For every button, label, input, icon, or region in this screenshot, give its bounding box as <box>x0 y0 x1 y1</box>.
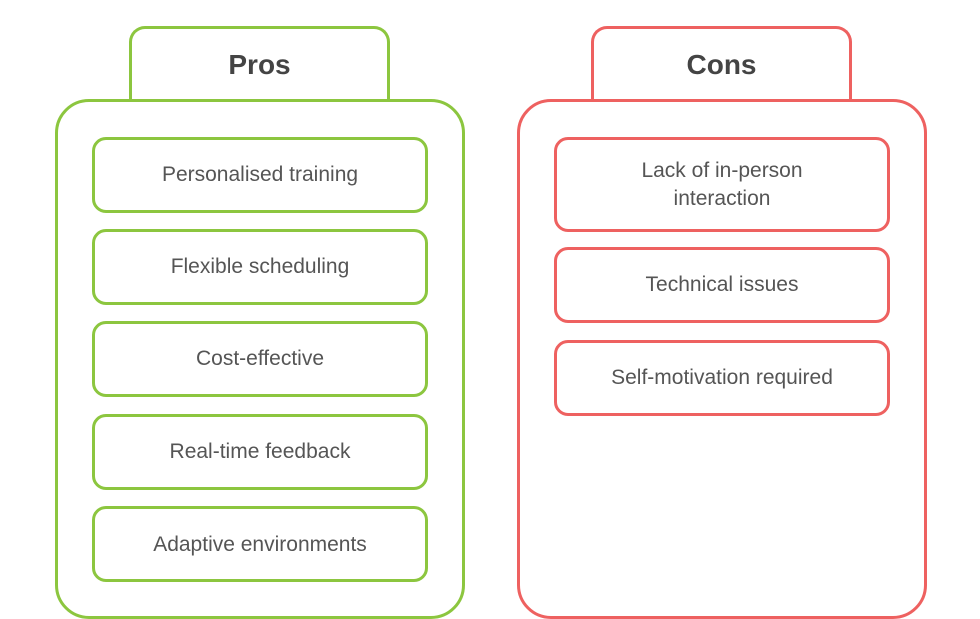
pros-title: Pros <box>228 49 291 80</box>
cons-item-label: Self-motivation required <box>611 366 833 389</box>
cons-title: Cons <box>686 49 757 80</box>
pros-item: Flexible scheduling <box>92 229 428 305</box>
pros-item-label: Real-time feedback <box>169 440 351 463</box>
cons-item-label: Technical issues <box>645 273 799 296</box>
pros-item: Personalised training <box>92 137 428 213</box>
cons-item-label: Lack of in-person interaction <box>641 158 803 210</box>
pros-header-tab: Pros <box>129 26 390 106</box>
pros-item: Cost-effective <box>92 321 428 397</box>
pros-item-label: Personalised training <box>161 163 359 186</box>
cons-item: Lack of in-person interaction <box>554 137 890 232</box>
pros-item-label: Adaptive environments <box>153 533 367 556</box>
cons-item: Self-motivation required <box>554 340 890 416</box>
cons-header-tab: Cons <box>591 26 852 106</box>
pros-item: Adaptive environments <box>92 506 428 582</box>
cons-item: Technical issues <box>554 247 890 323</box>
pros-item-label: Cost-effective <box>196 347 324 370</box>
pros-item: Real-time feedback <box>92 414 428 490</box>
pros-item-label: Flexible scheduling <box>170 255 350 278</box>
